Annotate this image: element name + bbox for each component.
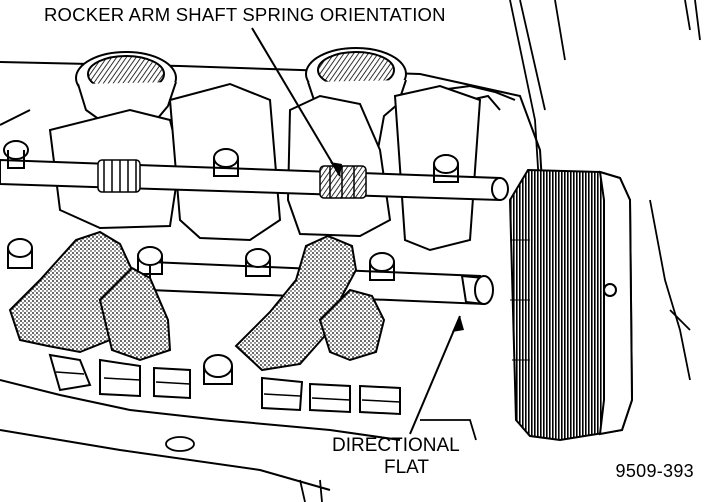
bolt-8 [203, 354, 233, 385]
figure-number: 9509-393 [615, 461, 694, 481]
bolt-3 [433, 154, 459, 183]
camshaft-sprocket [508, 168, 634, 442]
head-lower-details [165, 419, 477, 502]
callout-spring-orientation: ROCKER ARM SHAFT SPRING ORIENTATION [44, 4, 446, 25]
bolt-1 [3, 140, 29, 169]
callout-flat: FLAT [384, 457, 430, 478]
bolt-6 [245, 248, 271, 277]
bolt-4 [7, 238, 33, 269]
shaft-bolts [3, 140, 459, 385]
head-casting-edge [509, 0, 701, 381]
flat-arrowhead [452, 316, 464, 332]
bolt-2 [213, 148, 239, 177]
bolt-5 [137, 246, 163, 275]
flat-leader [409, 315, 461, 435]
spring-leader [251, 27, 341, 177]
valve-springs [48, 353, 401, 416]
rocker-arms-right [234, 234, 386, 372]
callout-leaders [251, 27, 461, 435]
rocker-arms-left [8, 230, 172, 362]
spring-arrowhead [330, 162, 342, 176]
bolt-7 [369, 252, 395, 281]
callout-directional: DIRECTIONAL [332, 435, 460, 456]
shaft-springs [97, 159, 367, 199]
